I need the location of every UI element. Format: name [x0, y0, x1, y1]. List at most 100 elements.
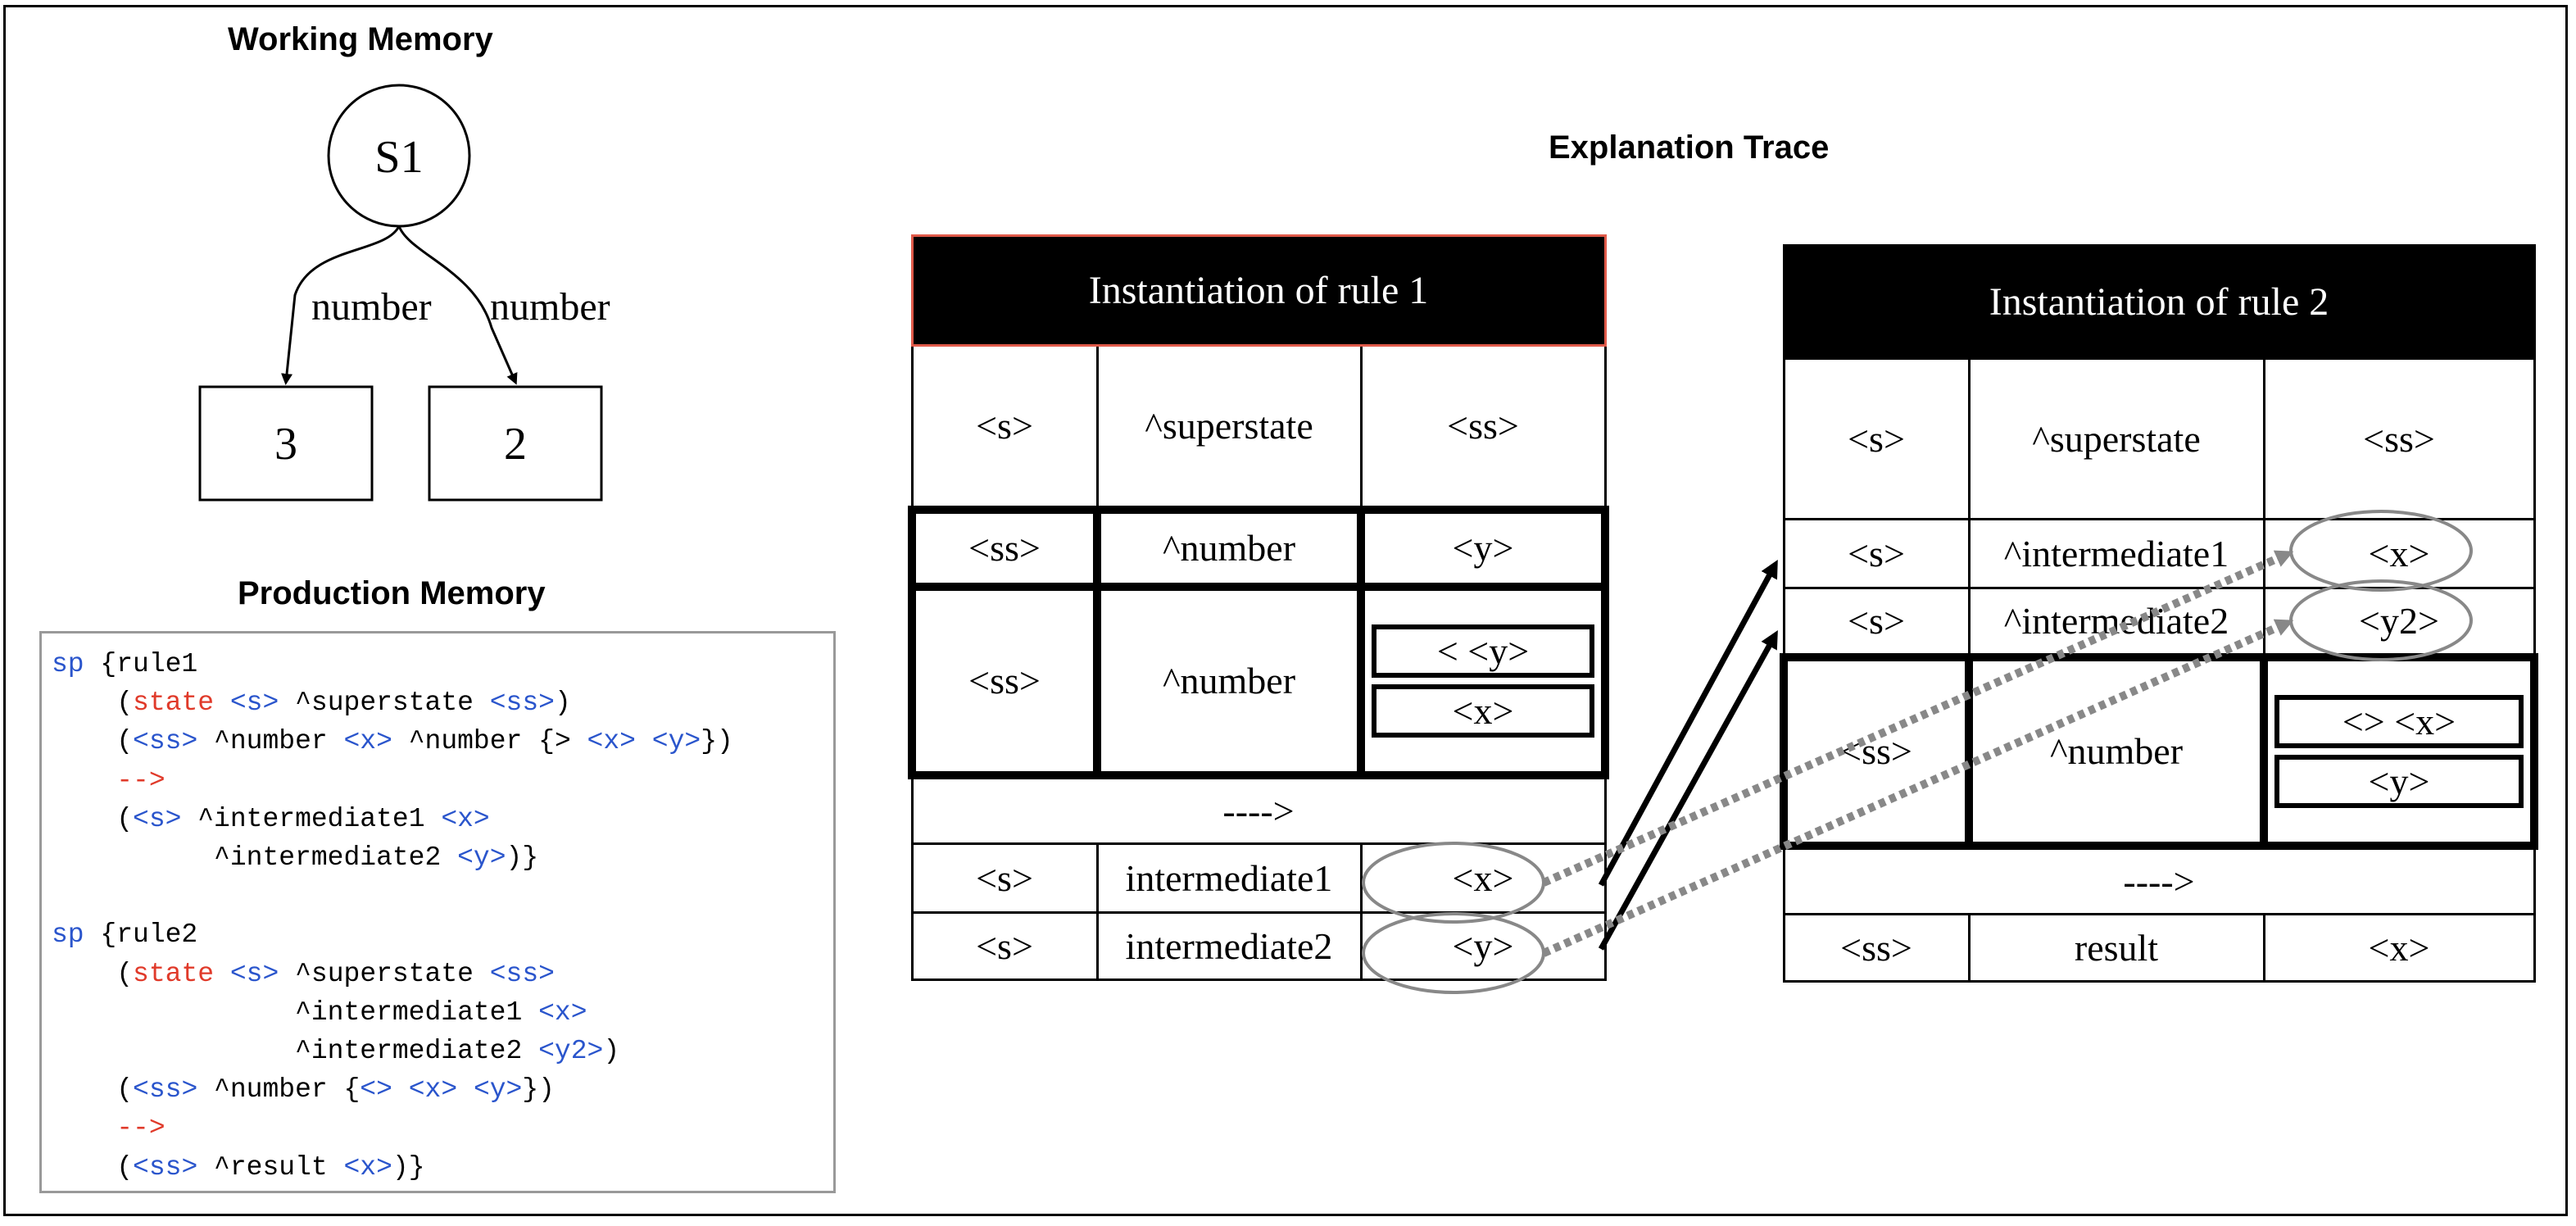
code-token: ^result: [197, 1151, 344, 1183]
rule1-row3-id: <ss>: [908, 582, 1101, 779]
rule2-result-value: <x>: [2262, 913, 2536, 983]
code-token: <ss>: [133, 1074, 198, 1106]
code-token: -->: [116, 1113, 166, 1144]
rule1-row1-attr: ^superstate: [1095, 344, 1363, 511]
code-token: )}: [506, 842, 539, 874]
code-line: ^intermediate1 <x>: [52, 993, 833, 1032]
working-memory-heading: Working Memory: [228, 21, 493, 57]
rule2-result-attr: result: [1967, 913, 2265, 983]
code-token: ): [603, 1036, 620, 1067]
code-line: sp {rule1: [52, 645, 833, 683]
edge-label-left: number: [311, 285, 432, 329]
child-node-left: [198, 385, 374, 502]
code-token: ^superstate: [279, 688, 490, 719]
code-line: (state <s> ^superstate <ss>: [52, 955, 833, 993]
code-token: <s>: [133, 803, 182, 834]
rule1-row2-attr: ^number: [1093, 505, 1365, 591]
code-line: -->: [52, 1109, 833, 1147]
root-node-label: S1: [374, 132, 423, 183]
code-token: [214, 688, 230, 718]
code-token: (: [52, 1151, 134, 1183]
production-memory-heading: Production Memory: [238, 575, 546, 611]
code-line: [52, 877, 833, 915]
code-token: [52, 1113, 116, 1143]
rule1-result1-id: <s>: [910, 842, 1099, 914]
diagram-frame: [3, 5, 2568, 1216]
code-token: (: [52, 1074, 134, 1106]
rule1-result1-value: <x>: [1359, 842, 1607, 914]
code-token: [214, 959, 230, 989]
code-line: ^intermediate2 <y>)}: [52, 838, 833, 877]
code-token: (: [52, 958, 134, 989]
rule2-title: Instantiation of rule 2: [1782, 244, 2536, 360]
rule2-result-id: <ss>: [1782, 913, 1971, 983]
code-token: <y>: [457, 842, 506, 874]
production-code: sp {rule1 (state <s> ^superstate <ss>) (…: [42, 633, 833, 1187]
rule1-title: Instantiation of rule 1: [910, 234, 1607, 347]
rule2-row4-id: <ss>: [1780, 652, 1973, 850]
code-token: ^superstate: [279, 958, 490, 989]
code-token: sp: [52, 919, 84, 951]
code-token: -->: [116, 765, 166, 796]
code-token: <>: [360, 1074, 392, 1106]
code-token: <y2>: [538, 1036, 604, 1067]
rule2-row3-id: <s>: [1782, 587, 1971, 658]
rule2-table: Instantiation of rule 2 <s> ^superstate …: [1780, 244, 2538, 983]
code-token: <x>: [441, 803, 490, 834]
edge-label-right: number: [490, 285, 610, 329]
code-token: state: [133, 958, 215, 989]
code-token: [457, 1074, 474, 1105]
rule2-row1-value: <ss>: [2262, 357, 2536, 520]
rule1-table: Instantiation of rule 1 <s> ^superstate …: [908, 234, 1609, 981]
rule1-result2-attr: intermediate2: [1095, 911, 1363, 981]
production-code-box: sp {rule1 (state <s> ^superstate <ss>) (…: [39, 631, 836, 1193]
rule2-row1-attr: ^superstate: [1967, 357, 2265, 520]
rule2-row4-value-1: <> <x>: [2274, 694, 2524, 748]
rule1-row2-value: <y>: [1357, 505, 1609, 591]
code-token: }): [522, 1074, 555, 1106]
rule2-row4-attr: ^number: [1965, 652, 2268, 850]
code-token: (: [52, 803, 134, 834]
code-token: }): [701, 726, 733, 757]
code-token: ^intermediate2: [52, 842, 458, 874]
code-token: <y>: [473, 1074, 523, 1106]
code-token: <y>: [651, 726, 701, 757]
code-line: (state <s> ^superstate <ss>): [52, 683, 833, 722]
rule2-row4-values: <> <x> <y>: [2260, 652, 2538, 850]
rule1-row3-attr: ^number: [1093, 582, 1365, 779]
rule1-result2-id: <s>: [910, 911, 1099, 981]
code-token: <x>: [587, 726, 636, 757]
code-token: <ss>: [489, 958, 555, 989]
working-memory-graph: S1 number number 3 2: [198, 84, 610, 502]
code-token: state: [133, 688, 215, 719]
code-token: <x>: [538, 997, 587, 1028]
code-line: (<ss> ^result <x>)}: [52, 1148, 833, 1187]
rule2-row1-id: <s>: [1782, 357, 1971, 520]
explanation-trace-heading: Explanation Trace: [1549, 129, 1830, 166]
code-token: <x>: [343, 1151, 392, 1183]
code-token: <x>: [408, 1074, 458, 1106]
rule2-row3-value: <y2>: [2262, 587, 2536, 658]
code-token: <ss>: [133, 726, 198, 757]
code-token: ^number: [197, 726, 344, 757]
code-line: (<s> ^intermediate1 <x>: [52, 800, 833, 838]
code-token: ^intermediate1: [52, 997, 539, 1028]
edge-left: [281, 225, 401, 385]
code-token: ): [554, 688, 571, 719]
code-line: sp {rule2: [52, 915, 833, 954]
code-token: ^number {: [197, 1074, 361, 1106]
rule1-arrow: ---->: [910, 774, 1607, 845]
rule2-row3-attr: ^intermediate2: [1967, 587, 2265, 658]
code-token: (: [52, 688, 134, 719]
rule1-row3-value-1: < <y>: [1372, 624, 1594, 678]
code-token: )}: [392, 1151, 425, 1183]
code-token: <s>: [229, 958, 279, 989]
code-line: (<ss> ^number <x> ^number {> <x> <y>}): [52, 722, 833, 761]
child-node-right: [428, 385, 603, 502]
rule2-row2-value: <x>: [2262, 518, 2536, 589]
code-token: (: [52, 726, 134, 757]
code-token: <s>: [229, 688, 279, 719]
rule1-row1-id: <s>: [910, 344, 1099, 511]
code-token: [392, 1074, 409, 1105]
code-token: sp: [52, 649, 84, 679]
